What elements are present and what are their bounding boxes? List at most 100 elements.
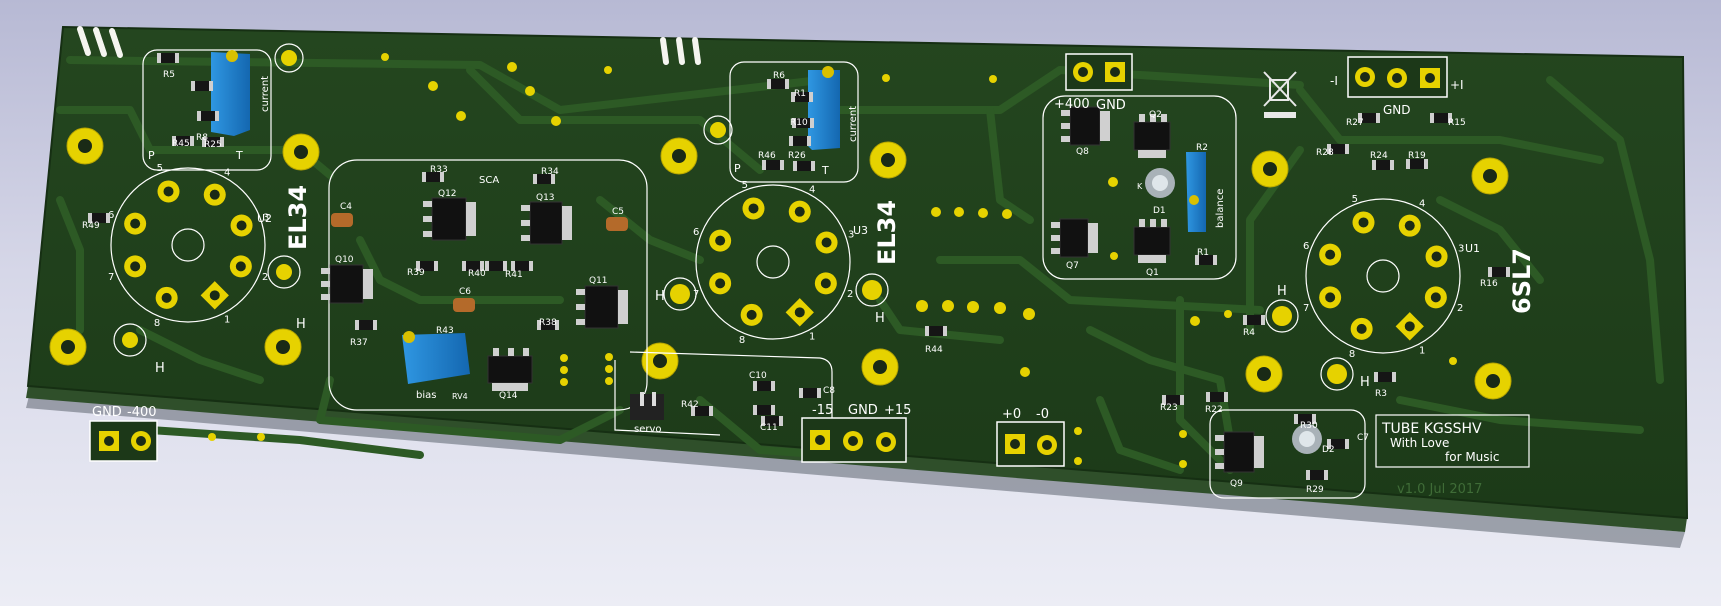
smd-part	[1374, 372, 1396, 382]
smd-part	[1327, 144, 1349, 154]
connector-out-top[interactable]	[1347, 56, 1448, 98]
socket-pin-hole	[163, 186, 174, 197]
socket-pin-label: 5	[742, 180, 748, 191]
tube-u3-ref: U3	[853, 224, 868, 237]
heater-label-u3: H	[655, 289, 665, 304]
smd-parts	[88, 53, 1510, 480]
socket-pin-label: 5	[1352, 194, 1358, 205]
ref-r25: R25	[204, 140, 222, 150]
pot-current-left-label: current	[260, 76, 271, 112]
hv-pos-val-label: +400	[1054, 97, 1090, 112]
block-sca-label: SCA	[479, 175, 499, 186]
ref-c7: C7	[1357, 433, 1369, 443]
socket-pin-label: 2	[1457, 303, 1463, 314]
socket-pin-hole	[130, 261, 141, 272]
smd-part	[762, 160, 784, 170]
socket-pin-label: 4	[224, 168, 230, 179]
ref-d1: D1	[1153, 206, 1166, 216]
supply-pos-label: +15	[884, 403, 911, 418]
ref-r45: R45	[172, 139, 190, 149]
ref-r29: R29	[1306, 485, 1324, 495]
socket-pin-hole	[821, 237, 832, 248]
pot-bias[interactable]	[402, 331, 470, 384]
pot-balance-label: balance	[1215, 189, 1226, 228]
ref-r3: R3	[1375, 389, 1387, 399]
ref-r1a: R1	[794, 89, 806, 99]
smd-part	[1306, 470, 1328, 480]
pot-current-left[interactable]	[211, 50, 250, 136]
ref-q13: Q13	[536, 193, 555, 203]
ref-q11: Q11	[589, 276, 608, 286]
out-minus-label: -0	[1036, 407, 1049, 422]
smd-part	[197, 111, 219, 121]
socket-pin-label: 8	[739, 335, 745, 346]
smd-part	[202, 137, 224, 147]
connector-servo[interactable]	[630, 392, 664, 420]
hv-neg-val-label: -400	[127, 405, 157, 420]
ref-q1: Q1	[1146, 268, 1159, 278]
transistor-q9	[1215, 431, 1264, 473]
ref-r30: R30	[1300, 421, 1318, 431]
caps-ceramic	[331, 213, 628, 312]
out-top-gnd-label: GND	[1383, 103, 1411, 117]
transistor-q13	[521, 201, 572, 245]
transistor-q14	[487, 348, 533, 391]
socket-pin-hole	[1356, 323, 1367, 334]
smd-part	[416, 261, 438, 271]
smd-part	[753, 405, 775, 415]
socket-pin-label: 7	[1303, 303, 1309, 314]
socket-outline	[110, 167, 266, 323]
ref-c4: C4	[340, 202, 352, 212]
socket-pin-hole	[748, 203, 759, 214]
heater-label-u2: H	[296, 317, 306, 332]
ref-r22: R22	[1205, 405, 1223, 415]
transistors	[321, 106, 1264, 473]
smd-part	[792, 118, 814, 128]
socket-pin-label: 6	[108, 210, 114, 221]
transistor-q8	[1061, 106, 1110, 146]
ref-r40: R40	[468, 269, 486, 279]
led-d1	[1145, 168, 1175, 198]
socket-pin-label: 2	[847, 289, 853, 300]
out-plus-label: +0	[1002, 407, 1021, 422]
pot-current-mid-label: current	[848, 106, 859, 142]
label-p-left: P	[148, 149, 155, 162]
ref-r44: R44	[925, 345, 943, 355]
socket-pin-hole	[209, 290, 220, 301]
smd-part	[511, 261, 533, 271]
ref-c8: C8	[823, 386, 835, 396]
led-d2	[1292, 424, 1322, 454]
heater-label-u1: H	[1277, 284, 1287, 299]
ref-r2: R2	[1196, 143, 1208, 153]
connector-supply[interactable]	[801, 417, 907, 463]
ref-r33: R33	[430, 165, 448, 175]
ref-r46: R46	[758, 151, 776, 161]
smd-part	[1327, 439, 1349, 449]
tube-u3-value: EL34	[873, 200, 901, 265]
socket-pin-hole	[130, 218, 141, 229]
connector-hv-pos[interactable]	[1065, 53, 1133, 91]
connector-out[interactable]	[996, 421, 1065, 467]
smd-part	[88, 213, 110, 223]
tube-u2-value: EL34	[284, 185, 312, 250]
socket-pin-label: 2	[262, 272, 268, 283]
ref-r26: R26	[788, 151, 806, 161]
smd-part	[789, 136, 811, 146]
smd-part	[537, 320, 559, 330]
supply-neg-label: -15	[812, 403, 833, 418]
ref-r34: R34	[541, 167, 559, 177]
ref-c5: C5	[612, 207, 624, 217]
heater-label-u1b: H	[1360, 375, 1370, 390]
socket-pin-label: 3	[263, 213, 269, 224]
smd-part	[1372, 160, 1394, 170]
ref-r24: R24	[1370, 151, 1388, 161]
title-line3: for Music	[1445, 450, 1499, 464]
pot-balance[interactable]	[1186, 152, 1206, 232]
heater-pads	[122, 50, 1347, 384]
socket-pin-label: 1	[809, 331, 815, 342]
pot-current-mid[interactable]	[808, 66, 840, 150]
tube-u1-ref: U1	[1465, 242, 1480, 255]
smd-part	[1195, 255, 1217, 265]
connector-hv-neg[interactable]	[89, 420, 158, 462]
